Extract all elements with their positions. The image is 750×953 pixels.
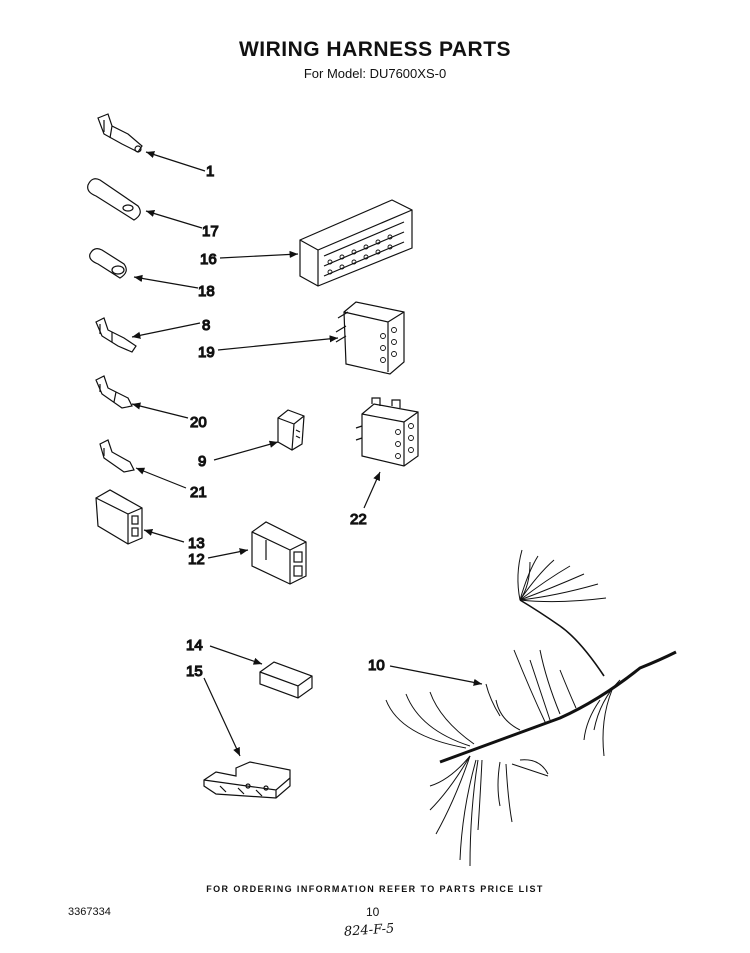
leader-10 bbox=[389, 665, 483, 686]
part-16-connector-block-drawing bbox=[299, 199, 413, 287]
ordering-note: FOR ORDERING INFORMATION REFER TO PARTS … bbox=[206, 884, 544, 894]
part-15-housing-drawing bbox=[203, 761, 291, 799]
part-17-sleeve-drawing bbox=[87, 178, 141, 221]
part-18-sleeve-drawing bbox=[89, 248, 127, 279]
callout-13: 13 bbox=[188, 535, 205, 552]
page-title: WIRING HARNESS PARTS bbox=[238, 38, 512, 61]
callout-10: 10 bbox=[368, 657, 385, 674]
leader-20 bbox=[131, 402, 189, 419]
callout-12: 12 bbox=[188, 551, 205, 568]
leader-9 bbox=[213, 440, 279, 461]
leader-16 bbox=[219, 250, 299, 259]
leader-14 bbox=[209, 645, 263, 665]
callout-20: 20 bbox=[190, 414, 207, 431]
callout-18: 18 bbox=[198, 283, 215, 300]
leader-18 bbox=[133, 274, 199, 289]
part-8-terminal-drawing bbox=[95, 317, 137, 353]
callout-8: 8 bbox=[202, 317, 210, 334]
callout-21: 21 bbox=[190, 484, 207, 501]
leader-15 bbox=[203, 677, 241, 757]
leader-1 bbox=[145, 151, 206, 172]
part-1-terminal-drawing bbox=[97, 113, 143, 153]
part-22-connector-drawing bbox=[355, 397, 419, 467]
part-10-wiring-harness-drawing bbox=[385, 549, 677, 867]
part-12-housing-drawing bbox=[251, 521, 307, 585]
leader-21 bbox=[135, 467, 187, 489]
model-subtitle: For Model: DU7600XS-0 bbox=[303, 66, 447, 81]
leader-12 bbox=[207, 548, 249, 559]
part-21-terminal-drawing bbox=[99, 439, 135, 473]
callout-1: 1 bbox=[206, 163, 214, 180]
leader-22 bbox=[363, 471, 381, 509]
callout-16: 16 bbox=[200, 251, 217, 268]
callout-19: 19 bbox=[198, 344, 215, 361]
callout-15: 15 bbox=[186, 663, 203, 680]
callout-9: 9 bbox=[198, 453, 206, 470]
part-14-block-drawing bbox=[259, 661, 313, 699]
leader-8 bbox=[131, 322, 201, 339]
page-number: 10 bbox=[366, 905, 380, 919]
callout-22: 22 bbox=[350, 511, 367, 528]
callout-17: 17 bbox=[202, 223, 219, 240]
part-19-connector-drawing bbox=[335, 301, 405, 375]
part-9-clip-drawing bbox=[277, 409, 305, 451]
document-number: 3367334 bbox=[68, 906, 111, 918]
leader-17 bbox=[145, 209, 203, 229]
leader-19 bbox=[217, 335, 339, 351]
leader-13 bbox=[143, 528, 185, 543]
part-13-housing-drawing bbox=[95, 489, 143, 545]
callout-14: 14 bbox=[186, 637, 203, 654]
part-20-terminal-drawing bbox=[95, 375, 133, 409]
